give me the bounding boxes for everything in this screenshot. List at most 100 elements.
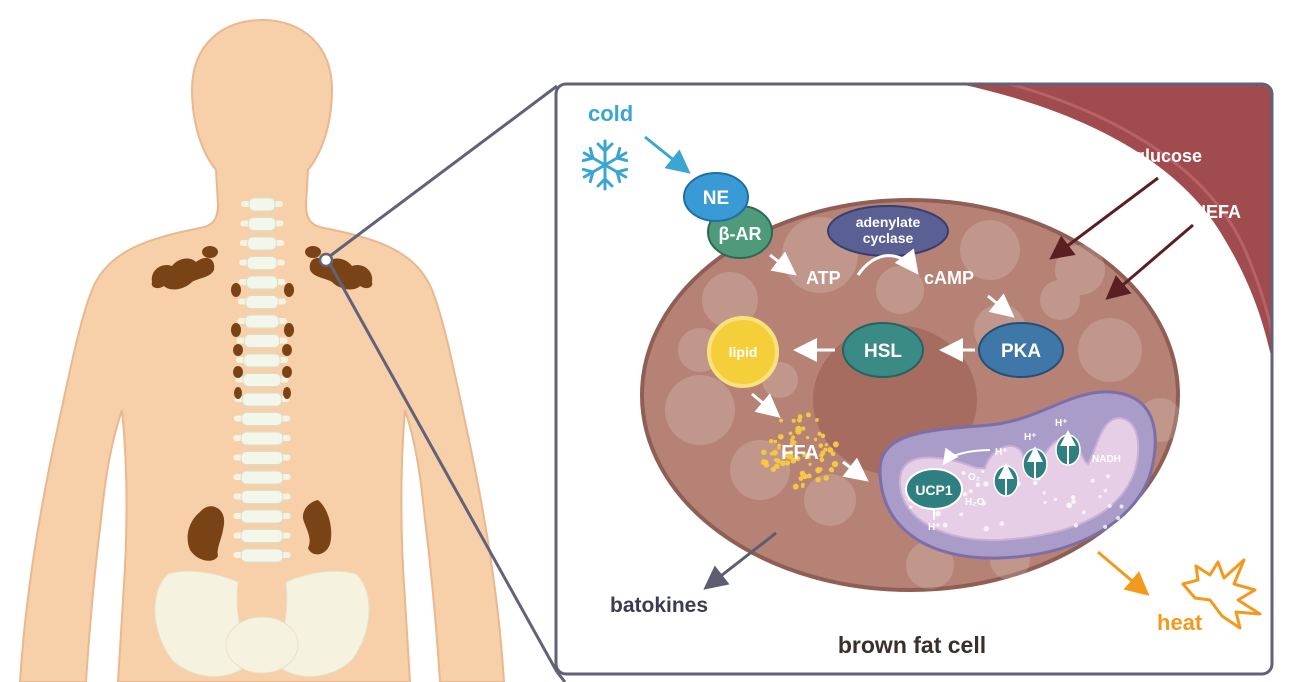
ffa-particle [788, 431, 793, 436]
vertebra [242, 373, 282, 387]
atp-label: ATP [806, 268, 841, 288]
ffa-particle [815, 476, 821, 483]
lipid-to-ffa-arrow [751, 392, 781, 418]
matrix-particle [1115, 516, 1121, 521]
ffa-particle [771, 449, 778, 456]
vertebra [244, 314, 280, 329]
ffa-particle [773, 439, 778, 444]
proton-arrows [933, 430, 1076, 520]
matrix-particle [1081, 510, 1086, 515]
matrix-particle [999, 521, 1005, 527]
matrix-particle [1107, 503, 1112, 509]
ffa-particle [808, 462, 812, 466]
batokines-arrow [703, 531, 777, 590]
matrix-particle [981, 470, 985, 474]
lipid-droplet: lipid [707, 316, 779, 388]
vertebra [240, 470, 284, 485]
ffa-particle [805, 436, 810, 440]
vertebra [240, 548, 284, 563]
zoom-connector [318, 84, 567, 682]
matrix-particle [1053, 497, 1058, 502]
adenylate-label-line2: cyclase [863, 230, 914, 246]
blood-vessel [960, 84, 1272, 360]
matrix-particle [1103, 488, 1108, 493]
ffa-label: FFA [781, 442, 819, 464]
h2o-label: H₂O [965, 497, 985, 508]
ffa-particle [777, 433, 784, 440]
beta-ar-label: β-AR [719, 224, 762, 244]
vertebra [247, 236, 277, 251]
matrix-particle [1066, 502, 1073, 509]
ffa-particle [828, 448, 833, 452]
ffa-particle [800, 484, 805, 489]
vertebra [247, 217, 277, 231]
atp-to-camp-arrow [856, 248, 919, 276]
o2-label: O₂ [968, 472, 980, 483]
ffa-particle [830, 468, 835, 473]
matrix-particle [1103, 524, 1108, 529]
vertebra [243, 334, 281, 348]
nefa-label: NEFA [1193, 202, 1241, 222]
vertebra [242, 392, 282, 407]
ffa-particle [795, 425, 802, 432]
ffa-particle [763, 462, 770, 468]
vertebra [248, 197, 276, 212]
ffa-particle [777, 446, 781, 450]
cold-arrow [644, 135, 691, 174]
matrix-particle [1042, 491, 1046, 495]
matrix-particle [968, 489, 973, 494]
cold-label: cold [588, 101, 633, 126]
ffa-particle [775, 458, 781, 464]
fat-deposit-left-shoulder [151, 257, 215, 290]
vertebra [241, 412, 283, 426]
matrix-particle [1090, 478, 1095, 483]
ffa-particle [770, 466, 776, 472]
ffa-particle [777, 443, 781, 448]
ffa-particle [791, 435, 796, 440]
cell-title: brown fat cell [838, 632, 986, 658]
ffa-particle [823, 447, 828, 452]
ffa-particle [774, 463, 780, 469]
ffa-particle [779, 418, 784, 423]
proton-labels: H⁺ H⁺ H⁺ H⁺ [928, 418, 1068, 533]
matrix-particle [1098, 494, 1102, 499]
vertebra [245, 275, 279, 290]
fat-deposit-left-kidney [187, 506, 225, 561]
matrix-particle [961, 471, 966, 476]
batokines-label: batokines [610, 594, 708, 617]
nadh-label: NADH [1092, 454, 1121, 465]
matrix-particle [1071, 499, 1076, 504]
ffa-particle [787, 452, 794, 460]
ffa-particle [806, 473, 812, 479]
matrix-particle [1105, 474, 1111, 479]
svg-text:H⁺: H⁺ [1024, 432, 1037, 443]
ffa-particle [824, 443, 829, 447]
matrix-particle [975, 482, 981, 487]
vertebra [245, 295, 279, 309]
matrix-particle [981, 501, 987, 506]
ffa-particle [830, 451, 836, 457]
matrix-particle [1043, 500, 1047, 505]
ffa-particle [797, 414, 803, 420]
ffa-particle [799, 470, 806, 477]
ffa-to-mitochondrion-arrow [842, 457, 869, 482]
heat-arrow [1097, 550, 1150, 596]
ffa-particle [768, 438, 774, 444]
ffa-particle [813, 437, 818, 442]
svg-text:H⁺: H⁺ [995, 447, 1008, 458]
ucp1-label: UCP1 [915, 482, 953, 498]
matrix-particle [1073, 523, 1079, 528]
ffa-particle [784, 460, 791, 466]
svg-text:H⁺: H⁺ [928, 522, 941, 533]
ffa-cloud: FFA [760, 412, 839, 490]
ffa-particle [818, 443, 824, 448]
hsl-label: HSL [864, 341, 902, 362]
vertebra [240, 431, 284, 446]
matrix-particle [909, 505, 913, 509]
pka-label: PKA [1001, 341, 1041, 362]
ffa-particle [820, 450, 826, 456]
matrix-particle [959, 512, 964, 517]
ffa-particle [802, 452, 808, 458]
ffa-particle [831, 460, 839, 468]
